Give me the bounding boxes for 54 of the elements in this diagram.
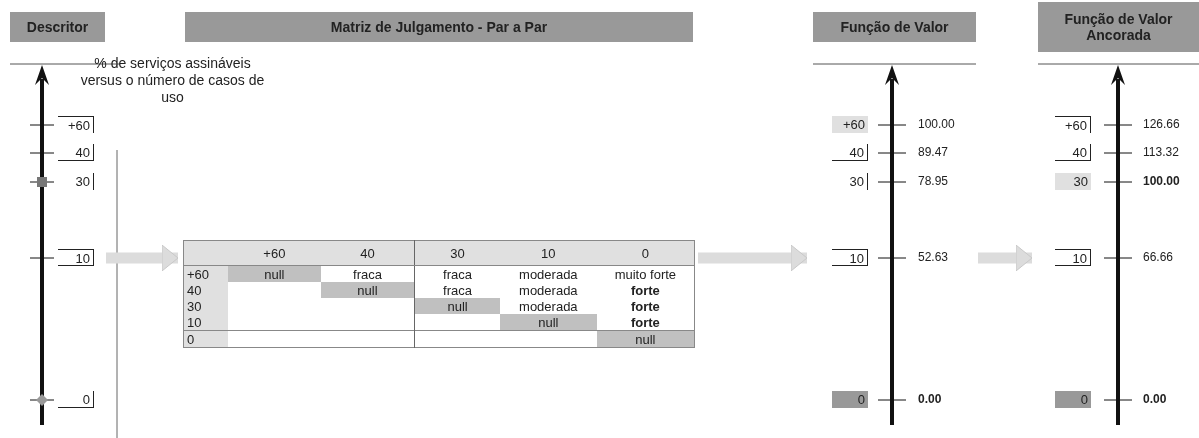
value-label: 89.47 <box>918 144 949 161</box>
row-header-cell: 30 <box>183 298 228 314</box>
scale-label: +60 <box>832 116 868 133</box>
value-label: 0.00 <box>1143 391 1167 408</box>
header-cell: +60 <box>227 240 321 266</box>
scale-label: 40 <box>58 144 94 161</box>
panel-header: Descritor <box>10 12 105 42</box>
header-cell: 0 <box>596 240 695 266</box>
value-label: 66.66 <box>1143 249 1174 266</box>
diagonal-cell: null <box>596 330 695 348</box>
block-arrow <box>106 244 179 272</box>
panel-header: Matriz de Julgamento - Par a Par <box>185 12 693 42</box>
block-arrow <box>698 244 808 272</box>
judgement-cell: forte <box>596 282 695 298</box>
value-label: 78.95 <box>918 173 949 190</box>
header-cell: 10 <box>499 240 597 266</box>
value-label: 126.66 <box>1143 116 1180 133</box>
judgement-cell: muito forte <box>596 265 695 282</box>
scale-label: 30 <box>1055 173 1091 190</box>
row-header-cell: 10 <box>183 314 228 331</box>
value-label: 100.00 <box>1143 173 1180 190</box>
diagonal-cell: null <box>499 314 597 331</box>
header-cell: 40 <box>320 240 415 266</box>
scale-label: 10 <box>58 249 94 266</box>
diagonal-cell: null <box>414 298 500 314</box>
judgement-cell: moderada <box>499 298 597 314</box>
value-label: 52.63 <box>918 249 949 266</box>
scale-label: 30 <box>832 173 868 190</box>
judgement-cell: forte <box>596 298 695 314</box>
panel-header: Função de Valor <box>813 12 976 42</box>
scale-label: 0 <box>58 391 94 408</box>
value-label: 100.00 <box>918 116 955 133</box>
header-cell: 30 <box>414 240 500 266</box>
scale-label: 10 <box>1055 249 1091 266</box>
scale-label: 0 <box>1055 391 1091 408</box>
row-header-cell: 0 <box>183 330 228 348</box>
descriptor-title: % de serviços assináveis versus o número de casos de uso <box>80 55 265 106</box>
scale-label: +60 <box>58 116 94 133</box>
block-arrow <box>978 244 1033 272</box>
judgement-cell: fraca <box>414 265 500 282</box>
scale-label: 40 <box>1055 144 1091 161</box>
row-header-cell: 40 <box>183 282 228 298</box>
diagonal-cell: null <box>320 282 415 298</box>
judgement-cell: moderada <box>499 282 597 298</box>
judgement-cell: forte <box>596 314 695 331</box>
scale-label: 0 <box>832 391 868 408</box>
value-label: 0.00 <box>918 391 942 408</box>
panel-header: Função de Valor Ancorada <box>1038 2 1199 52</box>
scale-label: +60 <box>1055 116 1091 133</box>
scale-label: 10 <box>832 249 868 266</box>
judgement-cell: moderada <box>499 265 597 282</box>
scale-label: 40 <box>832 144 868 161</box>
scale-label: 30 <box>58 173 94 190</box>
value-label: 113.32 <box>1143 144 1179 161</box>
